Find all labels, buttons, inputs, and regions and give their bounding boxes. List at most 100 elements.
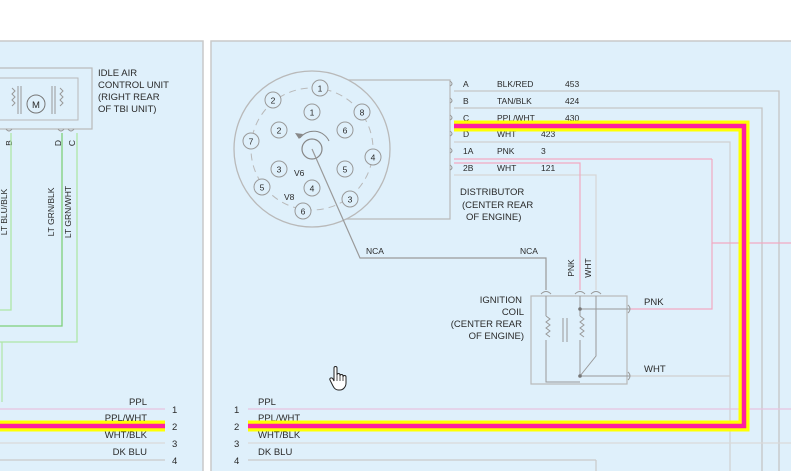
- wire-pnk-coil-out: [630, 243, 713, 310]
- terminal-inner-2-label: 2: [277, 126, 282, 136]
- wire-pin-a-blk-red: [454, 90, 780, 473]
- pin-c-connector: [67, 128, 75, 132]
- pin-b-color: TAN/BLK: [497, 96, 532, 106]
- wire-label-lt-blu-blk: LT BLU/BLK: [0, 188, 9, 235]
- iac-label-3: (RIGHT REAR: [98, 92, 160, 103]
- bus-num-2: 2: [234, 422, 239, 433]
- terminal-outer-2-label: 2: [271, 96, 276, 106]
- junction-dot: [578, 374, 582, 378]
- pin-d-id: D: [463, 129, 469, 139]
- coil-label-1: IGNITION: [480, 295, 522, 306]
- pin-a-circuit: 453: [565, 79, 579, 89]
- bus-num-3: 3: [172, 439, 177, 450]
- pin-d-color: WHT: [497, 129, 516, 139]
- pin-2b-color: WHT: [497, 163, 516, 173]
- wire-lt-grn-wht: [0, 133, 78, 343]
- pin-c-id: C: [463, 113, 469, 123]
- coil-output-connectors: [627, 304, 631, 381]
- pin-c-label: C: [67, 140, 77, 146]
- bus-num-4: 4: [172, 456, 177, 467]
- terminal-inner-5-label: 5: [343, 165, 348, 175]
- v6-label: V6: [294, 168, 305, 178]
- bus-label-wht-blk: WHT/BLK: [105, 430, 148, 441]
- terminal-outer-8-label: 8: [360, 108, 365, 118]
- distributor-label-3: OF ENGINE): [466, 212, 521, 223]
- pin-1a-color: PNK: [497, 146, 515, 156]
- bus-label-ppl-wht: PPL/WHT: [258, 413, 300, 424]
- coil-winding-left: [11, 87, 16, 107]
- bus-num-4: 4: [234, 456, 239, 467]
- coil-label-4: OF ENGINE): [469, 331, 524, 342]
- terminal-outer-7-label: 7: [249, 137, 254, 147]
- terminal-inner-6: [336, 121, 354, 139]
- distributor-connector: A BLK/RED 453 B TAN/BLK 424 C PPL/WHT 43…: [449, 79, 791, 473]
- pin-c-circuit: 430: [565, 113, 579, 123]
- highlight-magenta: [248, 123, 747, 429]
- bus-label-wht-blk: WHT/BLK: [258, 430, 301, 441]
- bus-label-ppl-wht: PPL/WHT: [105, 413, 147, 424]
- terminal-inner-4: [303, 179, 321, 197]
- nca-left-label: NCA: [366, 246, 384, 256]
- coil-connectors: [540, 291, 602, 295]
- pin-1a-id: 1A: [463, 146, 474, 156]
- rotor-hub: [301, 138, 323, 160]
- terminal-outer-4: [364, 148, 382, 166]
- connector-pins: [449, 80, 453, 171]
- pin-a-id: A: [463, 79, 469, 89]
- highlighted-circuit[interactable]: [248, 120, 750, 432]
- terminal-inner-3-label: 3: [277, 165, 282, 175]
- terminal-outer-7: [242, 132, 260, 150]
- rotation-arrow-head: [295, 133, 303, 139]
- terminal-inner-6-label: 6: [343, 126, 348, 136]
- bus-label-dk-blu: DK BLU: [258, 447, 292, 458]
- wire-nca: [311, 148, 547, 290]
- terminal-outer-6: [294, 202, 312, 220]
- wire-lt-blu-blk: [0, 133, 12, 311]
- left-bus: PPL PPL/WHT WHT/BLK DK BLU 1 2 3 4: [0, 397, 177, 467]
- wht-vertical-label: WHT: [583, 258, 593, 277]
- terminal-outer-5-label: 5: [260, 183, 265, 193]
- pin-d-circuit: 423: [541, 129, 555, 139]
- pin-2b-circuit: 121: [541, 163, 555, 173]
- terminal-outer-5: [253, 178, 271, 196]
- distributor-label-1: DISTRIBUTOR: [460, 187, 524, 198]
- coil-tap: [579, 296, 597, 377]
- coil-label-2: COIL: [502, 307, 524, 318]
- iac-label-2: CONTROL UNIT: [98, 80, 169, 91]
- terminal-outer-1-label: 1: [318, 84, 323, 94]
- pin-c-color: PPL/WHT: [497, 113, 535, 123]
- bus-num-2: 2: [172, 422, 177, 433]
- wire-pin-d-wht: [454, 141, 731, 473]
- bus-label-dk-blu: DK BLU: [113, 447, 147, 458]
- pin-a-color: BLK/RED: [497, 79, 533, 89]
- motor-symbol: M: [32, 100, 40, 111]
- wire-lt-grn-blk: [0, 133, 63, 327]
- left-vertical-wires: LT BLU/BLK LT GRN/BLK LT GRN/WHT: [0, 133, 78, 402]
- terminal-inner-1-label: 1: [310, 108, 315, 118]
- terminal-inner-3: [270, 160, 288, 178]
- ignition-coil: IGNITION COIL (CENTER REAR OF ENGINE) PN…: [451, 291, 666, 385]
- right-panel: 1 8 4 3 6 5 7 2 1 6: [210, 40, 791, 474]
- terminal-inner-4-label: 4: [310, 184, 315, 194]
- nca-wire: NCA NCA PNK WHT: [311, 148, 593, 290]
- terminal-outer-3-label: 3: [348, 195, 353, 205]
- rotation-arrow: [299, 130, 330, 142]
- pin-b-label: B: [4, 140, 14, 146]
- bus-label-ppl: PPL: [129, 397, 147, 408]
- pin-d-label: D: [53, 140, 63, 146]
- outer-terminals: 1 8 4 3 6 5 7 2: [242, 79, 382, 220]
- left-panel: M IDLE AIR CONTROL UNIT (RIGHT REAR OF T…: [0, 40, 204, 474]
- wire-pnk-to-coil: [454, 162, 581, 290]
- terminal-outer-8: [353, 103, 371, 121]
- bus-label-ppl: PPL: [258, 397, 276, 408]
- iac-label-4: OF TBI UNIT): [98, 104, 156, 115]
- iac-label-1: IDLE AIR: [98, 68, 137, 79]
- coil-winding-right: [59, 87, 64, 107]
- terminal-outer-3: [341, 190, 359, 208]
- wire-pin-b-tan-blk: [454, 107, 763, 473]
- bus-num-3: 3: [234, 439, 239, 450]
- bus-num-1: 1: [234, 405, 239, 416]
- nca-right-label: NCA: [520, 246, 538, 256]
